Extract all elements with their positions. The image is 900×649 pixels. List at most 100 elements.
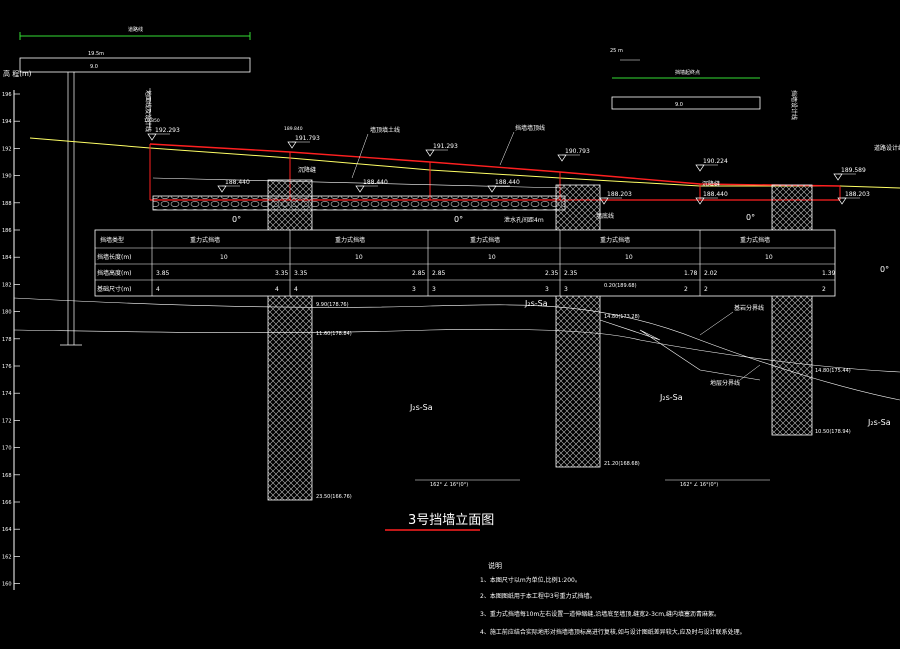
table-cell: 2.85 (412, 270, 426, 277)
top-dimension: 道路线 19.5m 9.0 (19, 26, 251, 73)
table-row-label: 基础尺寸(m) (97, 285, 132, 293)
note-1: 1、本图尺寸以m为单位,比例1:200。 (480, 576, 581, 584)
notes-block: 说明 1、本图尺寸以m为单位,比例1:200。 2、本图图纸用于本工程中3号重力… (480, 561, 746, 636)
table-cell: 2 (684, 286, 688, 293)
pile-note: 14.80(175.44) (815, 368, 851, 374)
table-cell: 2 (822, 286, 826, 293)
callout-drain-pipe: 泄水孔间距4m (504, 216, 544, 224)
elevation-value: 191.293 (433, 143, 458, 150)
table-cell: 1.39 (822, 270, 836, 277)
ground-line (29, 137, 900, 189)
elevation-note: 19.850 (144, 118, 160, 124)
elevation-tick-label: 176 (2, 364, 12, 370)
elevation-marker (695, 164, 705, 172)
table-cell: 10 (765, 254, 773, 261)
strata-label-2: J₂s-Sa (409, 403, 433, 412)
table-cell: 2.35 (564, 270, 578, 277)
table-row-label: 挡墙高度(m) (97, 269, 132, 277)
elevation-marker (217, 185, 227, 193)
elevation-tick-label: 188 (2, 201, 12, 207)
top-road-box (19, 57, 251, 73)
callouts: 墙顶填土线 挡墙墙顶线 沉降缝 沉降缝 泄水孔间距4m 墙底线 道路设计线 基岩… (298, 124, 900, 387)
table-cell: 3.35 (275, 270, 289, 277)
pile-note: 9.90(178.76) (316, 302, 349, 308)
elevation-tick-label: 196 (2, 92, 12, 98)
callout-rock-line: 基岩分界线 (734, 304, 764, 312)
strata-label-3: J₂s-Sa (659, 393, 683, 402)
table-header: 重力式挡墙 (335, 236, 365, 244)
dip-label-3: 0° (746, 213, 755, 222)
table-cell: 3.85 (156, 270, 170, 277)
scale-label: 25 m (610, 48, 623, 54)
callout-design-line: 道路设计线 (874, 144, 900, 152)
elevation-tick-label: 164 (2, 527, 12, 533)
fault-line (599, 319, 761, 381)
top-dimension-dim2: 9.0 (90, 64, 98, 70)
table-cell: 2 (704, 286, 708, 293)
design-line (149, 143, 841, 187)
elevation-tick-label: 184 (2, 255, 12, 261)
callout-wall-bottom: 墙底线 (596, 212, 614, 220)
notes-heading: 说明 (488, 561, 502, 570)
note-3: 3、重力式挡墙每10m左右设置一道伸缩缝,沿墙底至墙顶,缝宽2-3cm,缝内填塞… (480, 610, 720, 618)
dip-label-1: 0° (232, 215, 241, 224)
elevation-value: 192.293 (155, 127, 180, 134)
callout-strata-line: 地层分界线 (710, 379, 740, 387)
strata-curve-1 (13, 297, 900, 401)
table-cell: 1.78 (684, 270, 698, 277)
table-cell: 3 (564, 286, 568, 293)
elevation-value: 191.793 (295, 135, 320, 142)
callout-wall-top-line: 挡墙墙顶线 (515, 124, 545, 132)
top-dimension-dim1: 19.5m (88, 51, 104, 57)
footnote-bottom-2: 162° ∠ 16°(0°) (680, 482, 718, 488)
table-header: 重力式挡墙 (190, 236, 220, 244)
callout-settlement-joint-1: 沉降缝 (298, 166, 316, 174)
elevation-marker (833, 173, 843, 181)
right-dimension: 25 m 挡墙起终点 9.0 (610, 48, 761, 110)
elevation-tick-label: 178 (2, 337, 12, 343)
elevation-marker (355, 185, 365, 193)
table-cell: 10 (355, 254, 363, 261)
elevation-tick-label: 172 (2, 418, 12, 424)
elevation-value: 190.793 (565, 148, 590, 155)
elevation-value: 188.440 (363, 179, 388, 186)
elevation-marker (425, 149, 435, 157)
elevation-ticks: 1961941921901881861841821801781761741721… (2, 92, 20, 588)
red-verticals (149, 144, 841, 200)
table-header: 重力式挡墙 (470, 236, 500, 244)
pile-note: 23.50(166.76) (316, 494, 352, 500)
elevation-tick-label: 186 (2, 228, 12, 234)
note-4: 4、施工前应结合实际地形对挡墙墙顶标高进行复核,如与设计图纸差异较大,应及时与设… (480, 628, 746, 636)
table-cell: 10 (488, 254, 496, 261)
table-cell: 10 (220, 254, 228, 261)
elevation-marker (147, 133, 157, 141)
table-row-label: 挡墙长度(m) (97, 253, 132, 261)
elevation-markers: 192.29319.850191.793189.840191.293190.79… (144, 118, 870, 205)
elevation-tick-label: 166 (2, 500, 12, 506)
elevation-marker (287, 141, 297, 149)
dip-label-4: 0° (880, 265, 889, 274)
right-road-box (611, 96, 761, 110)
elevation-marker (599, 197, 609, 205)
callout-top-of-wall: 墙顶填土线 (370, 126, 400, 134)
elevation-value: 190.224 (703, 158, 728, 165)
dip-label-2: 0° (454, 215, 463, 224)
elevation-marker (837, 197, 847, 205)
footnote-bottom-1: 162° ∠ 16°(0°) (430, 482, 468, 488)
elevation-tick-label: 160 (2, 582, 12, 588)
elevation-axis-label: 高 程(m) (3, 69, 32, 78)
pile-note: 21.20(168.68) (604, 461, 640, 467)
elevation-tick-label: 190 (2, 174, 12, 180)
elevation-tick-label: 194 (2, 119, 12, 125)
elevation-tick-label: 168 (2, 473, 12, 479)
pile-1 (267, 179, 313, 501)
note-2: 2、本图图纸用于本工程中3号重力式挡墙。 (480, 592, 596, 600)
elevation-tick-label: 174 (2, 391, 12, 397)
right-vertical-label: 挡墙设计线 (790, 90, 798, 120)
elevation-tick-label: 192 (2, 146, 12, 152)
left-vertical-label: 地面线及设计线 (144, 90, 152, 132)
pile-2 (555, 184, 601, 468)
pile-notes: 9.90(178.76)11.60(178.84)23.50(166.76)0.… (316, 283, 851, 500)
elevation-value: 188.440 (703, 191, 728, 198)
